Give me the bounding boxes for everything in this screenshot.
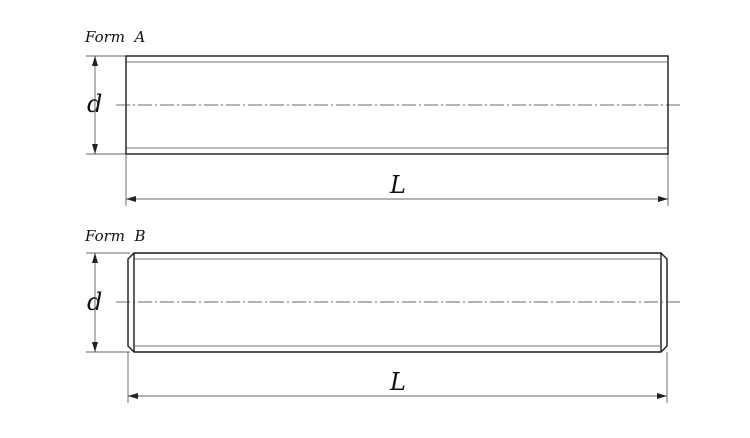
form-a-length-label: L [389,171,406,199]
form-a-length-arrow-left [126,196,136,202]
form-a-length-arrow-right [658,196,668,202]
form-a-diameter-arrow-bottom [92,144,98,154]
form-a-diameter-label: d [87,90,102,118]
form-b-length-label: L [389,368,406,396]
form-a-title: Form A [84,28,146,46]
form-b-length-arrow-left [128,393,138,399]
form-b-diameter-arrow-top [92,253,98,263]
form-b-diameter-label: d [87,288,102,316]
form-b-length-arrow-right [657,393,667,399]
form-b-diameter-arrow-bottom [92,342,98,352]
form-b-drawing: Form B d L [84,227,682,403]
form-a-drawing: Form A d L [84,28,682,206]
form-a-diameter-arrow-top [92,56,98,66]
form-b-title: Form B [84,227,146,245]
form-b-pin-outline [127,252,668,353]
